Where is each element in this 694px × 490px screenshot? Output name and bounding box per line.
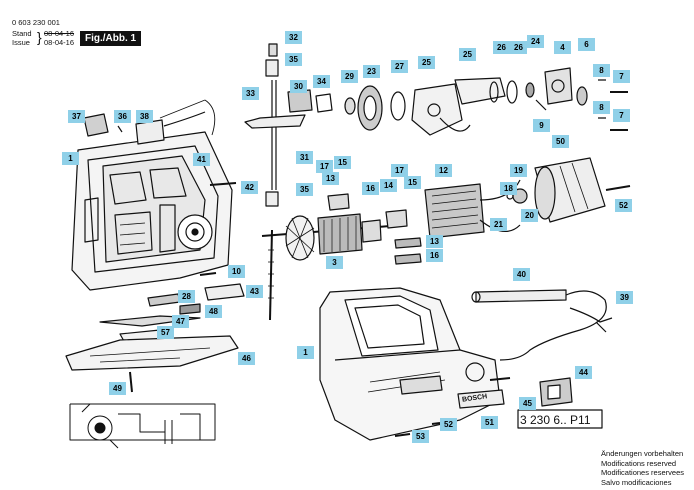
part-callout-45: 45 [519,397,536,410]
part-callout-21: 21 [490,218,507,231]
notes: Änderungen vorbehalten Modifications res… [601,449,684,487]
note-fr: Modificationes reservees [601,468,684,477]
power-cable-drawing [471,289,613,361]
part-callout-35: 35 [285,53,302,66]
switch-parts-drawing [83,111,206,145]
part-callout-10: 10 [228,265,245,278]
part-callout-38: 38 [136,110,153,123]
part-callout-26: 26 [510,41,527,54]
housing-half-lower-drawing [319,287,501,441]
part-callout-13: 13 [426,235,443,248]
circuit-schematic [69,403,216,449]
part-callout-42: 42 [241,181,258,194]
part-callout-39: 39 [616,291,633,304]
gear-train-drawing [344,77,535,136]
part-callout-46: 46 [238,352,255,365]
part-callout-23: 23 [363,65,380,78]
note-de: Änderungen vorbehalten [601,449,684,458]
part-callout-9: 9 [533,119,550,132]
part-callout-26: 26 [493,41,510,54]
part-callout-16: 16 [362,182,379,195]
part-callout-27: 27 [391,60,408,73]
housing-half-upper-drawing [71,99,233,291]
part-callout-49: 49 [109,382,126,395]
part-callout-34: 34 [313,75,330,88]
brush-holder-drawing [327,193,422,265]
brace: } [37,29,42,45]
part-callout-53: 53 [412,430,429,443]
part-callout-1: 1 [62,152,79,165]
part-callout-17: 17 [316,160,333,173]
part-callout-31: 31 [296,151,313,164]
base-plate-drawing [65,283,245,393]
part-callout-33: 33 [242,87,259,100]
part-callout-30: 30 [290,80,307,93]
part-callout-15: 15 [334,156,351,169]
part-callout-28: 28 [178,290,195,303]
part-callout-25: 25 [459,48,476,61]
part-callout-57: 57 [157,326,174,339]
field-coil-drawing [424,179,521,239]
stand-date: 08-04-16 [44,29,75,38]
part-callout-24: 24 [527,35,544,48]
part-callout-29: 29 [341,70,358,83]
part-callout-51: 51 [481,416,498,429]
part-callout-19: 19 [510,164,527,177]
model-label: 3 230 6.. P11 [520,413,591,427]
part-callout-50: 50 [552,135,569,148]
motor-housing-drawing [506,157,631,223]
note-en: Modifications reserved [601,458,677,468]
part-callout-12: 12 [435,164,452,177]
part-callout-41: 41 [193,153,210,166]
part-callout-40: 40 [513,268,530,281]
part-callout-15: 15 [404,176,421,189]
stand-label: Stand [12,29,32,38]
part-callout-32: 32 [285,31,302,44]
part-callout-8: 8 [593,64,610,77]
part-callout-1: 1 [297,346,314,359]
armature-drawing [261,213,391,261]
part-callout-4: 4 [554,41,571,54]
bearing-housing-drawing [535,67,628,131]
part-callout-17: 17 [391,164,408,177]
part-callout-16: 16 [426,249,443,262]
part-callout-52: 52 [615,199,632,212]
part-callout-7: 7 [613,70,630,83]
part-callout-44: 44 [575,366,592,379]
part-callout-8: 8 [593,101,610,114]
reciprocating-rod-drawing [265,43,279,321]
part-callout-36: 36 [114,110,131,123]
part-callout-52: 52 [440,418,457,431]
part-callout-43: 43 [246,285,263,298]
part-callout-6: 6 [578,38,595,51]
part-callout-25: 25 [418,56,435,69]
figure-label: Fig./Abb. 1 [80,31,142,46]
lever-bracket-drawing [244,89,333,129]
nameplate-drawing [457,389,505,409]
switch-block-drawing [517,377,603,429]
note-es: Salvo modificaciones [601,477,672,487]
part-callout-3: 3 [326,256,343,269]
part-callout-37: 37 [68,110,85,123]
part-callout-47: 47 [172,315,189,328]
part-callout-48: 48 [205,305,222,318]
part-callout-7: 7 [613,109,630,122]
issue-date: 08-04-16 [44,38,75,47]
part-callout-35: 35 [296,183,313,196]
part-callout-14: 14 [380,179,397,192]
document-number: 0 603 230 001 [12,18,60,27]
part-callout-18: 18 [500,182,517,195]
part-callout-20: 20 [521,209,538,222]
part-callout-13: 13 [322,172,339,185]
issue-label: Issue [12,38,30,47]
screws-drawing [199,182,511,437]
